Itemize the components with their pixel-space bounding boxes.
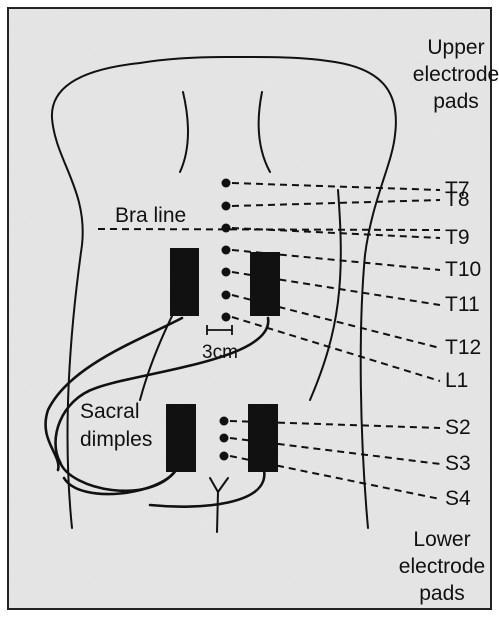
vertebra-label-t10: T10 [445,258,481,281]
vertebra-label-t11: T11 [445,293,480,316]
upper-right-electrode-pad [250,252,280,316]
lower-left-electrode-pad [166,404,196,472]
upper-pads-label-line1: Upper [427,36,484,59]
paper-texture [8,8,491,609]
lower-pads-label-line1: Lower [413,528,470,551]
spine-dot-t7 [222,179,231,188]
sacral-dimples-label-line2: dimples [80,428,152,451]
spine-dot-t12 [222,291,231,300]
vertebra-label-l1: L1 [445,369,468,392]
lower-pads-label-line3: pads [419,582,465,605]
sacral-dimples-label-line1: Sacral [80,400,140,423]
vertebra-label-t8: T8 [445,188,470,211]
vertebra-label-s4: S4 [445,487,471,510]
spine-dot-l1 [222,313,231,322]
spine-dot-s3 [220,434,229,443]
upper-pads-label-line2: electrode [413,63,499,86]
vertebra-label-s2: S2 [445,416,471,439]
spine-dot-t8 [222,202,231,211]
lower-right-electrode-pad [248,404,278,472]
spine-dot-t11 [222,268,231,277]
vertebra-label-t12: T12 [445,336,481,359]
spine-dot-t10 [222,246,231,255]
upper-pads-label-line3: pads [433,90,479,113]
vertebra-label-t9: T9 [445,226,470,249]
lower-pads-label-line2: electrode [399,555,485,578]
scale-label: 3cm [202,342,238,363]
spine-dot-s4 [220,452,229,461]
spine-dot-t9 [222,224,231,233]
spine-dot-s2 [220,417,229,426]
natal-cleft [217,492,218,532]
upper-left-electrode-pad [170,248,199,316]
bra-line-label: Bra line [115,204,186,227]
vertebra-label-s3: S3 [445,452,471,475]
